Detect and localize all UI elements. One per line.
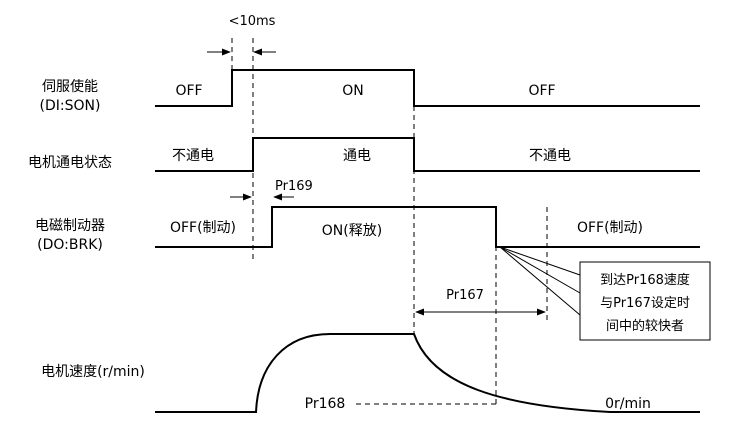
motor-power-state-off-2: 不通电 <box>529 148 571 164</box>
brake-state-off-2: OFF(制动) <box>577 220 643 236</box>
brake-sublabel: (DO:BRK) <box>37 237 103 253</box>
pr167-label: Pr167 <box>446 288 484 303</box>
callout-line-1: 到达Pr168速度 <box>600 272 690 288</box>
motor-power-waveform <box>155 137 700 172</box>
motor-power-state-off-1: 不通电 <box>172 148 214 164</box>
callout-line-3: 间中的较快者 <box>606 318 684 334</box>
callout-box <box>579 261 711 341</box>
brake-waveform <box>155 206 700 248</box>
brake-label: 电磁制动器 <box>35 218 105 234</box>
motor-power-label: 电机通电状态 <box>28 155 112 171</box>
motor-power-state-on: 通电 <box>343 148 371 164</box>
speed-zero-label: 0r/min <box>605 396 651 412</box>
servo-enable-label: 伺服使能 <box>42 78 98 95</box>
timing-note: <10ms <box>229 14 276 29</box>
brake-state-off-1: OFF(制动) <box>170 220 236 236</box>
callout-line-2: 与Pr167设定时 <box>600 296 690 311</box>
motor-speed-waveform <box>155 333 700 413</box>
motor-speed-label: 电机速度(r/min) <box>41 364 145 380</box>
servo-enable-waveform <box>155 69 700 107</box>
servo-enable-state-off-2: OFF <box>528 83 555 99</box>
servo-enable-state-off-1: OFF <box>175 83 202 99</box>
servo-enable-state-on: ON <box>342 83 364 99</box>
callout-leader-1 <box>499 246 581 276</box>
callout-leader-2 <box>499 246 581 294</box>
pr168-label: Pr168 <box>305 396 346 412</box>
pr169-label: Pr169 <box>275 179 313 194</box>
brake-state-on: ON(释放) <box>322 223 382 239</box>
callout-leader-3 <box>499 246 581 316</box>
servo-enable-sublabel: (DI:SON) <box>40 98 101 114</box>
